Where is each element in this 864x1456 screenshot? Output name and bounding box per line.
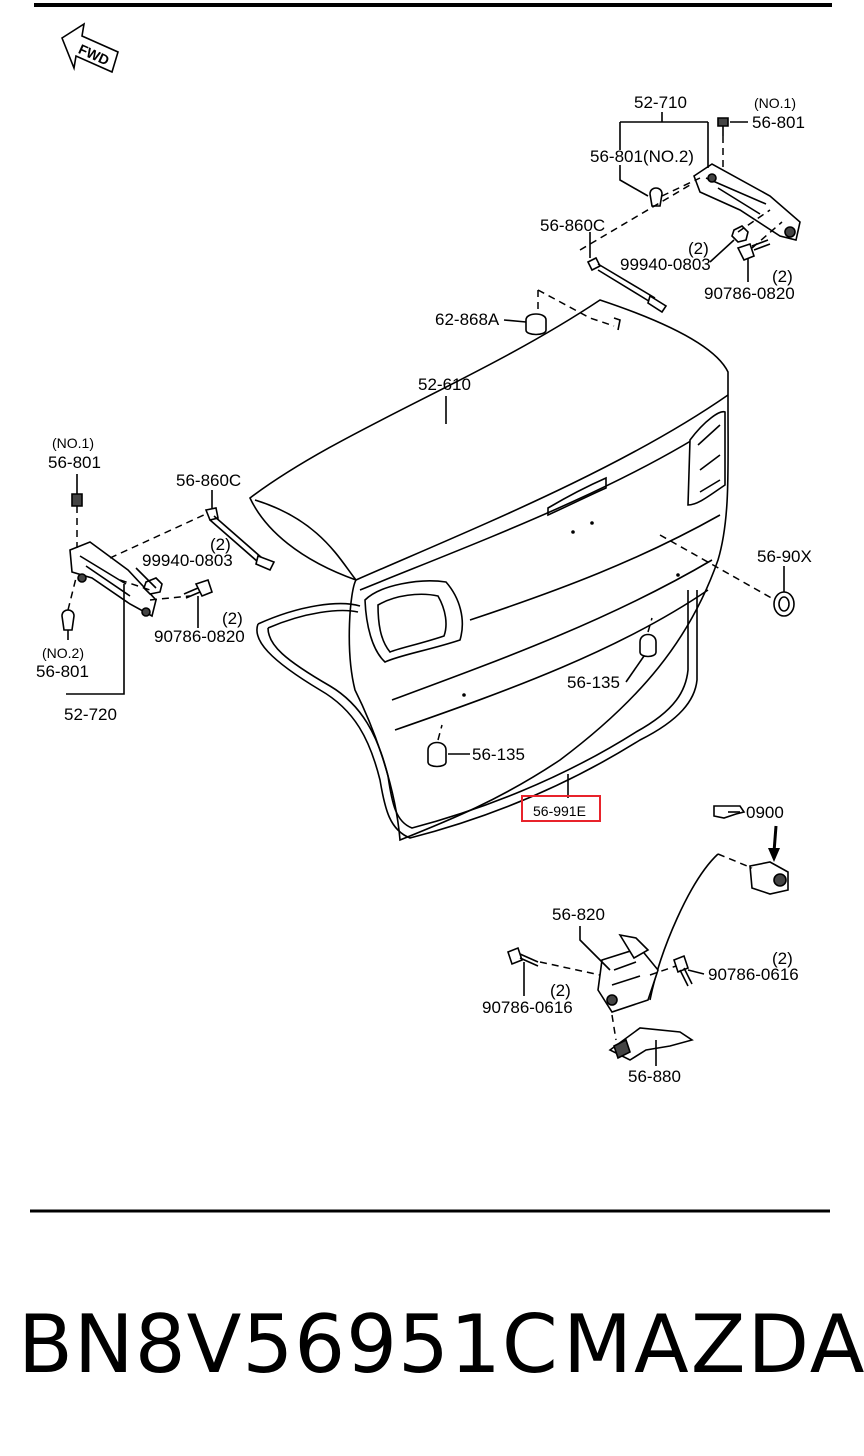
footer: BN8V56951C MAZDA: [0, 1290, 864, 1400]
bumper-56-135-right: [639, 633, 657, 658]
key-cylinder: [749, 861, 789, 895]
label-52-610: 52-610: [418, 375, 471, 394]
label-90786-0820-left: 90786-0820: [154, 627, 245, 646]
bolt-left-90786-0616: [507, 946, 539, 967]
lock-latch-56-820: [597, 933, 659, 1013]
label-0900: 0900: [746, 803, 784, 822]
bolt-right-90786-0616: [673, 954, 693, 987]
striker-56-880: [608, 1027, 694, 1061]
label-qty-2d: (2): [222, 609, 243, 628]
label-qty-2e: (2): [772, 949, 793, 968]
bumper-56-135-left: [427, 741, 447, 768]
label-56-90x: 56-90X: [757, 547, 812, 566]
label-56-820: 56-820: [552, 905, 605, 924]
gas-strut-upper: [586, 256, 668, 314]
label-56-860c-top: 56-860C: [540, 216, 605, 235]
leader-lines: [66, 112, 785, 1066]
label-52-720: 52-720: [64, 705, 117, 724]
label-qty-2b: (2): [772, 267, 793, 286]
pointing-hand-icon: [713, 805, 746, 819]
label-56-801-left: 56-801: [48, 453, 101, 472]
hinge-left: [61, 493, 213, 631]
label-56-991e: 56-991E: [533, 803, 586, 819]
plug-56-90x: [773, 591, 795, 617]
label-52-710: 52-710: [634, 93, 687, 112]
label-qty-2c: (2): [210, 535, 231, 554]
part-number: BN8V56951C: [18, 1298, 559, 1391]
label-90786-0820-top: 90786-0820: [704, 284, 795, 303]
label-56-801-top: 56-801: [752, 113, 805, 132]
highlight-box: [521, 795, 601, 822]
label-56-860c-left: 56-860C: [176, 471, 241, 490]
label-62-868a: 62-868A: [435, 310, 500, 329]
label-56-801-no2-top: 56-801(NO.2): [590, 147, 694, 166]
label-90786-0616-right: 90786-0616: [708, 965, 799, 984]
label-90786-0616-left: 90786-0616: [482, 998, 573, 1017]
label-56-135-a: 56-135: [567, 673, 620, 692]
label-99940-0803-left: 99940-0803: [142, 551, 233, 570]
label-no1-top: (NO.1): [754, 95, 796, 111]
label-qty-2f: (2): [550, 981, 571, 1000]
weatherstrip-seal: [256, 590, 698, 839]
trunk-lid: [249, 299, 729, 842]
label-56-880: 56-880: [628, 1067, 681, 1086]
label-56-801-left2: 56-801: [36, 662, 89, 681]
gas-strut-left: [204, 507, 276, 572]
fwd-arrow-icon: FWD: [61, 22, 119, 74]
label-no2-left: (NO.2): [42, 645, 84, 661]
bumper-stop-62-868a: [525, 313, 547, 336]
label-99940-0803-top: 99940-0803: [620, 255, 711, 274]
label-no1-left: (NO.1): [52, 435, 94, 451]
brand-name: MAZDA: [563, 1298, 864, 1391]
hinge-upper-right: [649, 117, 801, 262]
label-qty-2a: (2): [688, 239, 709, 258]
label-56-135-b: 56-135: [472, 745, 525, 764]
